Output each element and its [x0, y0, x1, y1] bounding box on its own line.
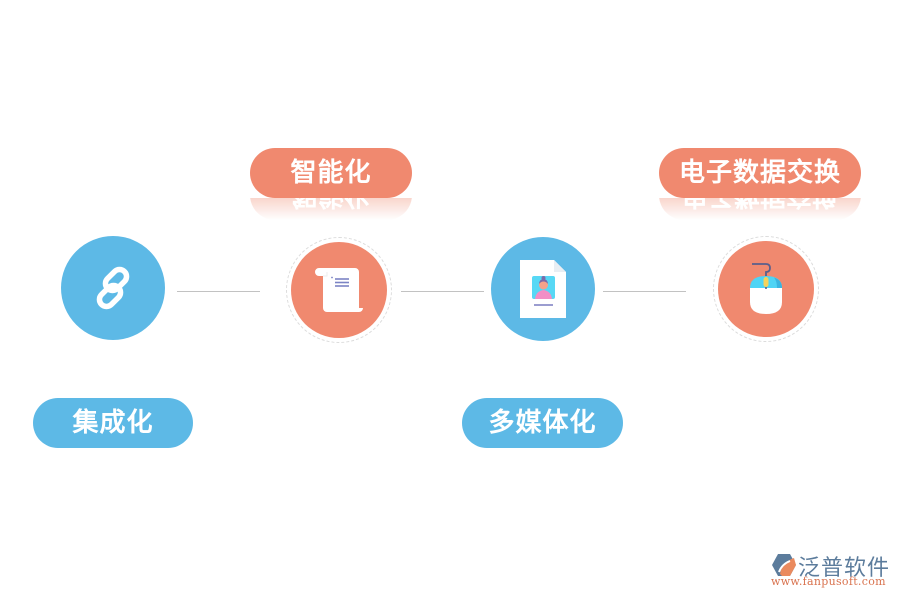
connector-line-1 [177, 291, 260, 292]
node-edi-ring [713, 236, 819, 342]
reflection-text: 智能化 [250, 198, 412, 220]
chain-link-icon [96, 266, 130, 310]
label-edi: 电子数据交换 [659, 148, 861, 198]
label-edi-reflection: 电子数据交换 [659, 198, 861, 220]
label-intelligence: 智能化 [250, 148, 412, 198]
logo-url[interactable]: www.fanpusoft.com [771, 575, 886, 588]
fanpusoft-logo[interactable]: 泛普软件 www.fanpusoft.com [768, 550, 898, 590]
reflection-text: 电子数据交换 [659, 198, 861, 220]
node-intelligence [291, 242, 387, 338]
label-integration: 集成化 [33, 398, 193, 448]
connector-line-3 [603, 291, 686, 292]
scroll-document-icon [315, 268, 363, 312]
profile-document-icon [520, 260, 566, 318]
logo-brand-name: 泛普软件 [798, 556, 891, 581]
computer-mouse-icon [750, 263, 782, 314]
label-intelligence-reflection: 智能化 [250, 198, 412, 220]
node-integration [61, 236, 165, 340]
connector-line-2 [401, 291, 484, 292]
node-edi [718, 241, 814, 337]
label-multimedia: 多媒体化 [462, 398, 623, 448]
fanpu-logo-icon [772, 554, 796, 576]
node-intelligence-ring [286, 237, 392, 343]
node-multimedia [491, 237, 595, 341]
